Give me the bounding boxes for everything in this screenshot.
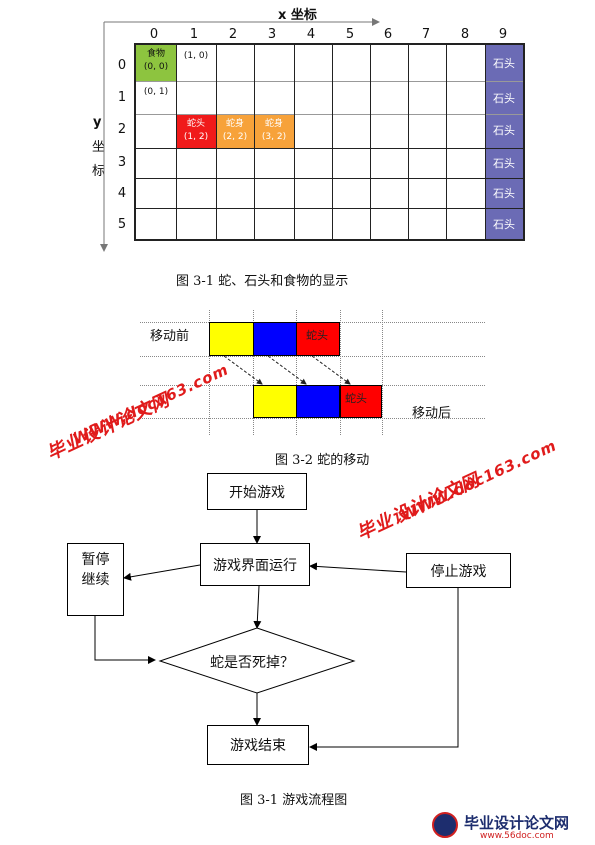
column-label: 9 <box>498 27 508 42</box>
stone-label: 石头 <box>493 57 515 70</box>
food-cell <box>136 45 176 81</box>
axis-arrows <box>100 18 380 252</box>
after-label: 移动后 <box>412 406 452 421</box>
start-game-box: 开始游戏 <box>207 473 307 510</box>
column-label: 1 <box>189 27 199 42</box>
stone-label: 石头 <box>493 124 515 137</box>
pause-label: 暂停 <box>81 552 110 568</box>
stone-label: 石头 <box>493 157 515 170</box>
y-axis-title-part: 标 <box>92 164 106 179</box>
before-label: 移动前 <box>150 329 190 344</box>
food-coord: (0, 0) <box>143 62 169 72</box>
stop-game-box: 停止游戏 <box>406 553 511 588</box>
column-label: 5 <box>345 27 355 42</box>
pause-continue-box: 暂停 继续 <box>67 543 124 616</box>
decision-label: 蛇是否死掉？ <box>210 655 294 671</box>
column-label: 2 <box>228 27 238 42</box>
snake-body-cell <box>216 114 254 148</box>
snake-head-cell <box>176 114 216 148</box>
snake-body-before <box>253 322 297 356</box>
game-over-box: 游戏结束 <box>207 725 309 765</box>
row-label: 3 <box>117 155 127 170</box>
snake-body-cell <box>254 114 294 148</box>
stop-game-label: 停止游戏 <box>430 563 487 580</box>
game-running-box: 游戏界面运行 <box>200 543 310 586</box>
stone-column <box>485 45 523 240</box>
head-label-before: 蛇头 <box>306 329 328 342</box>
body-label: 蛇身 <box>264 119 283 129</box>
body-coord: (3, 2) <box>261 132 287 142</box>
game-running-label: 游戏界面运行 <box>213 557 297 574</box>
row-label: 1 <box>117 90 127 105</box>
head-coord: (1, 2) <box>183 132 209 142</box>
column-label: 3 <box>267 27 277 42</box>
continue-label: 继续 <box>81 572 110 588</box>
stone-label: 石头 <box>493 187 515 200</box>
row-label: 2 <box>117 122 127 137</box>
watermark-brand-bottom: 毕业设计论文网 <box>464 814 570 832</box>
flow-caption: 图 3-1 游戏流程图 <box>240 793 348 808</box>
column-label: 4 <box>306 27 316 42</box>
move-arrows <box>223 355 351 385</box>
logo-icon <box>432 812 458 838</box>
row-label: 0 <box>117 58 127 73</box>
cell-coord: (0, 1) <box>143 87 169 97</box>
snake-head-before <box>296 322 340 356</box>
fig1-caption: 图 3-1 蛇、石头和食物的显示 <box>176 274 349 289</box>
start-game-label: 开始游戏 <box>229 484 285 501</box>
row-label: 5 <box>117 217 127 232</box>
decision-diamond <box>158 627 356 694</box>
snake-tail-before <box>209 322 254 356</box>
body-label: 蛇身 <box>225 119 244 129</box>
x-axis-title: x 坐标 <box>278 8 317 23</box>
stone-label: 石头 <box>493 218 515 231</box>
column-label: 0 <box>149 27 159 42</box>
snake-body-after <box>296 385 340 418</box>
watermark-url-bottom: www.56doc.com <box>480 831 554 841</box>
column-label: 7 <box>421 27 431 42</box>
column-label: 6 <box>383 27 393 42</box>
head-label: 蛇头 <box>186 119 205 129</box>
head-label-after: 蛇头 <box>345 392 367 405</box>
row-label: 4 <box>117 186 127 201</box>
game-over-label: 游戏结束 <box>230 738 286 754</box>
y-axis-title: y <box>93 115 102 130</box>
food-label: 食物 <box>146 49 165 59</box>
snake-tail-after <box>253 385 297 418</box>
column-label: 8 <box>460 27 470 42</box>
cell-coord: (1, 0) <box>183 51 209 61</box>
stone-label: 石头 <box>493 92 515 105</box>
y-axis-title-part: 坐 <box>92 140 106 155</box>
fig2-caption: 图 3-2 蛇的移动 <box>275 453 370 468</box>
body-coord: (2, 2) <box>222 132 248 142</box>
snake-head-after <box>340 385 382 418</box>
